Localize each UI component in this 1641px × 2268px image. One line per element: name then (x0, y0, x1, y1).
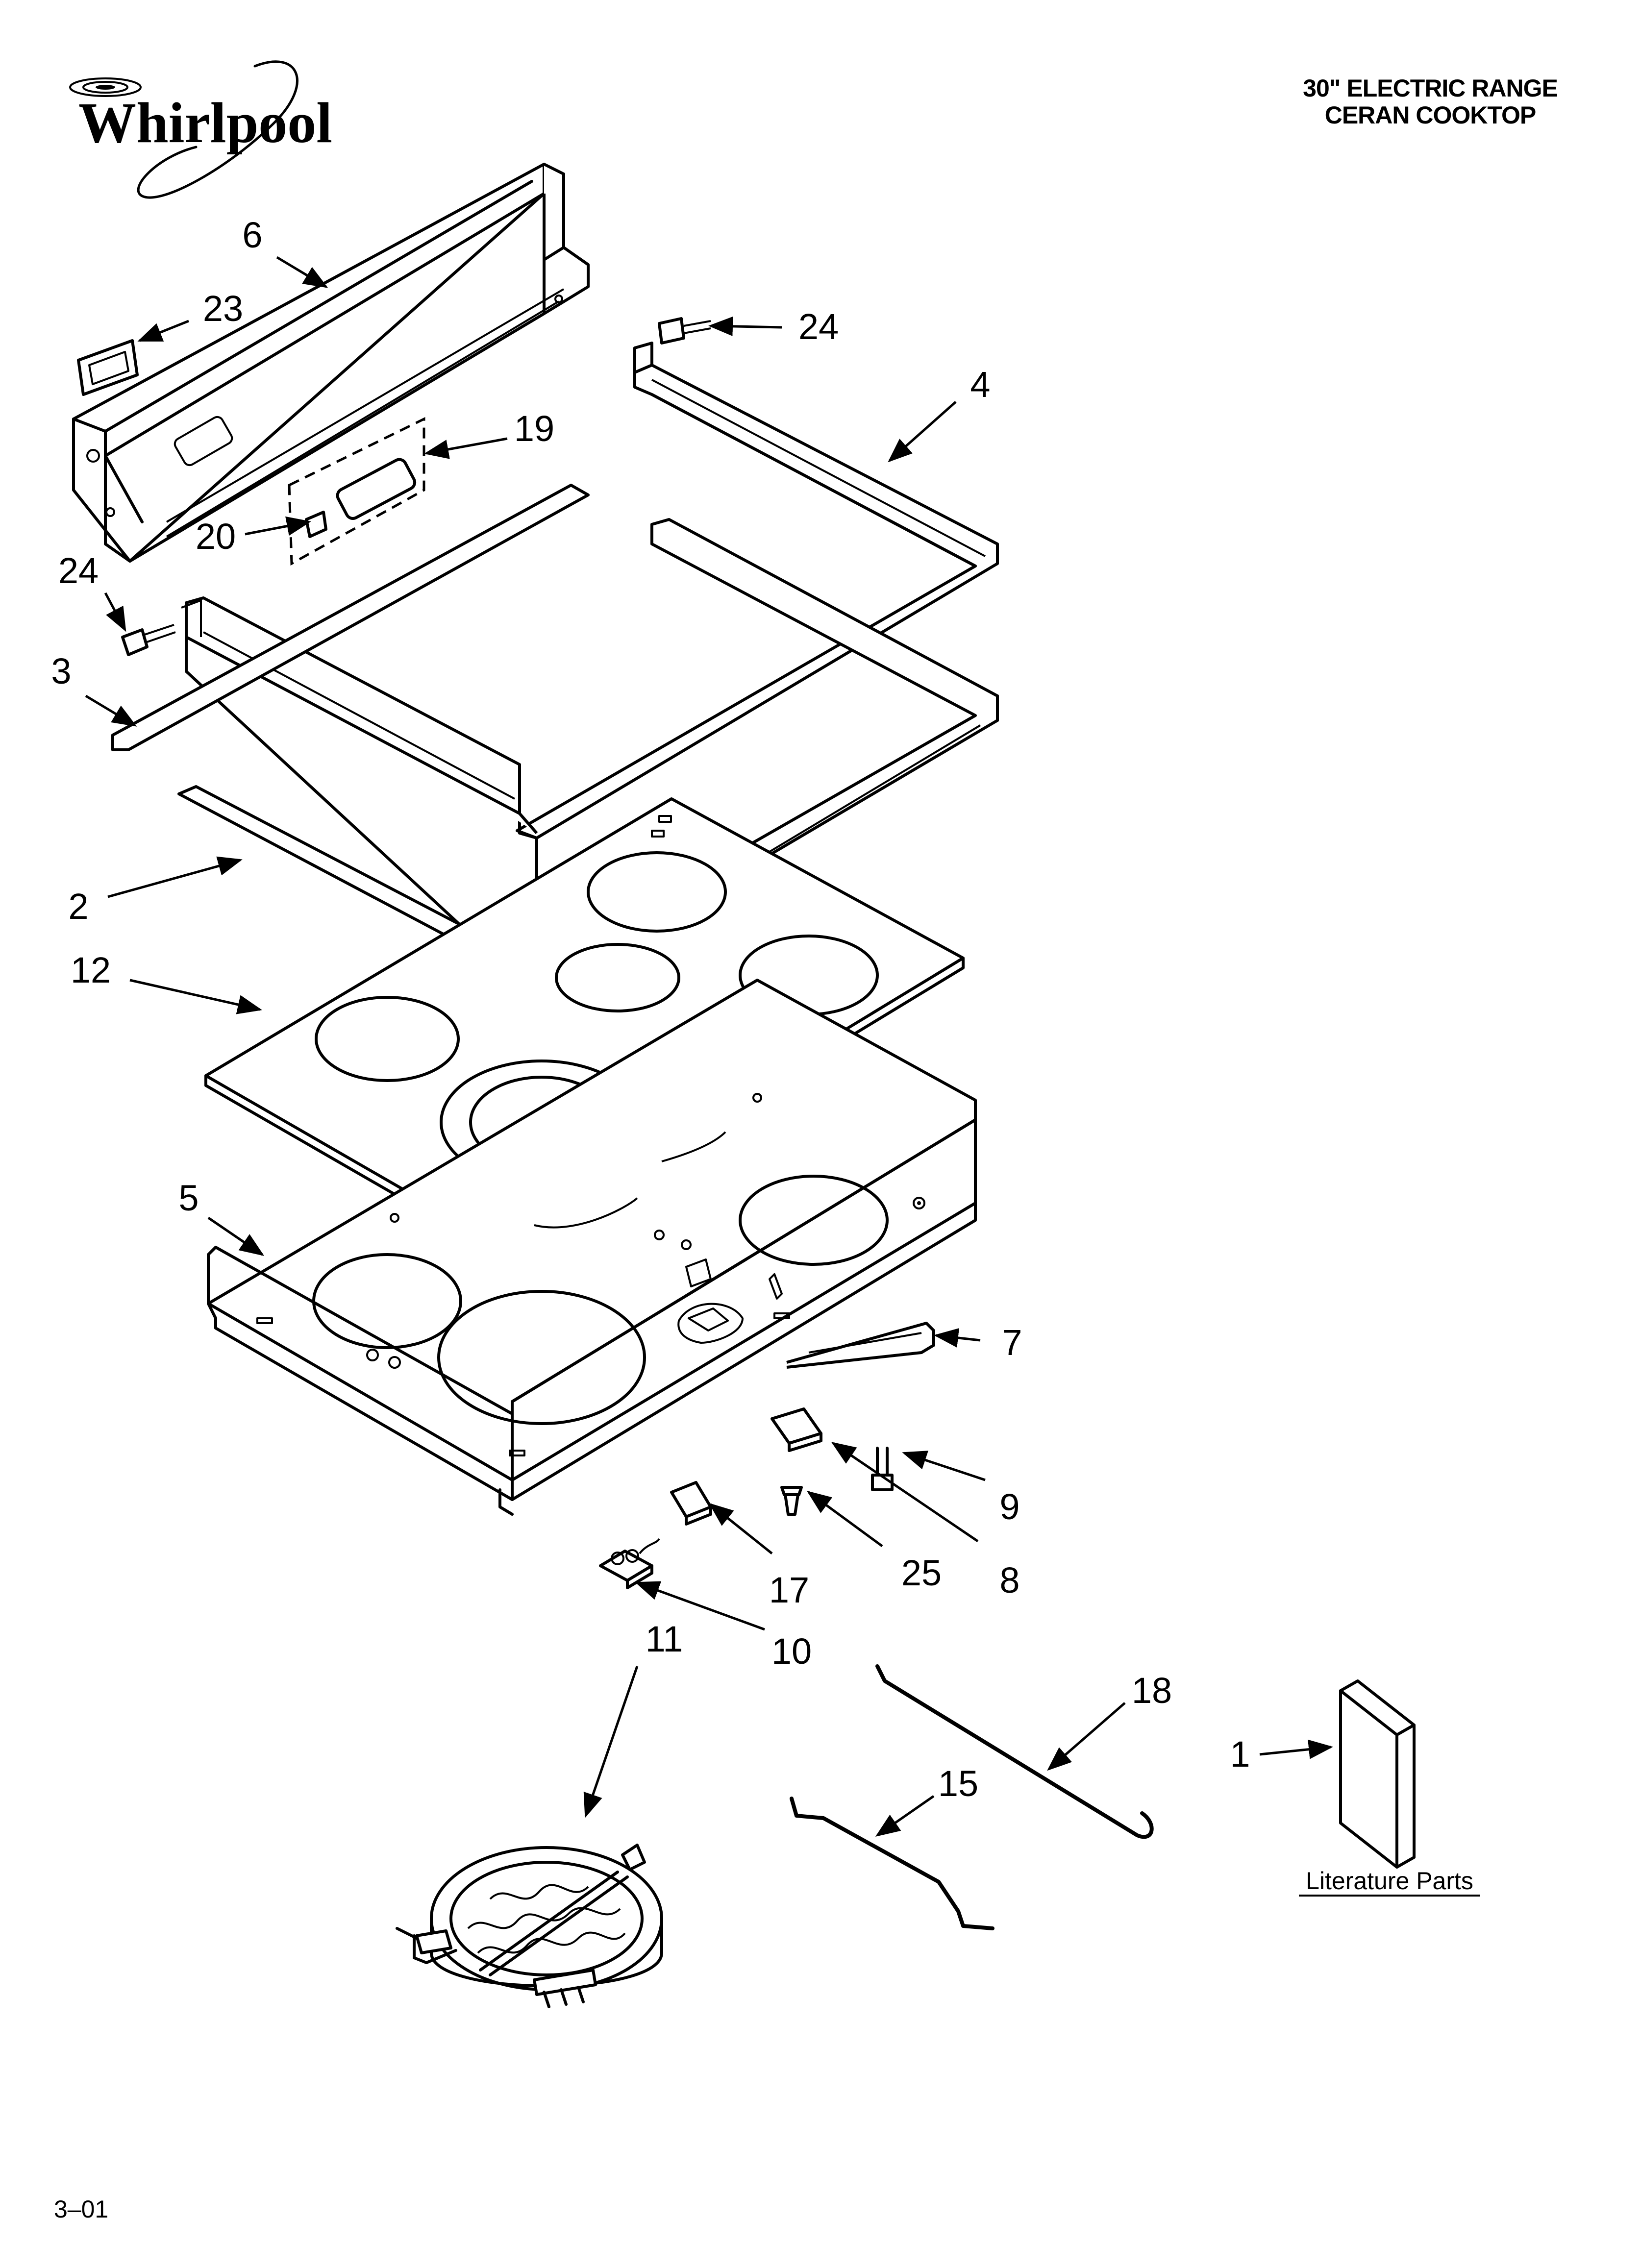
callout-6: 6 (242, 215, 262, 255)
callout-12: 12 (71, 950, 111, 990)
header-line-1: 30" ELECTRIC RANGE (1303, 74, 1558, 102)
callout-11: 11 (646, 1619, 683, 1659)
part-1-literature (1339, 1679, 1416, 1869)
callout-2: 2 (68, 886, 88, 927)
callout-19: 19 (514, 408, 554, 449)
part-15-rod (790, 1797, 995, 1930)
part-24-screw-top (658, 317, 711, 345)
part-5-burner-box (207, 979, 977, 1516)
callout-8: 8 (999, 1560, 1019, 1601)
part-9-screw (871, 1447, 894, 1491)
leader-lines (85, 256, 1333, 1837)
part-3-gasket (111, 484, 590, 751)
part-11-radiant-element (396, 1844, 663, 2008)
callout-10: 10 (771, 1631, 812, 1672)
callout-numbers: 6 23 24 4 19 20 24 3 2 12 5 7 9 25 8 17 … (51, 215, 1250, 1804)
callout-15: 15 (938, 1763, 978, 1804)
part-25-screw (780, 1486, 803, 1516)
callout-3: 3 (51, 651, 71, 691)
callout-9: 9 (999, 1486, 1019, 1527)
part-23-trim (77, 339, 139, 396)
header-line-2: CERAN COOKTOP (1325, 101, 1536, 129)
callout-23: 23 (203, 288, 243, 329)
footer-code: 3–01 (54, 2195, 108, 2223)
part-17-clip (670, 1481, 712, 1526)
callout-25: 25 (901, 1553, 942, 1593)
callout-24-top: 24 (798, 306, 839, 347)
callout-7: 7 (1002, 1322, 1022, 1363)
callout-5: 5 (178, 1178, 199, 1218)
callout-24-left: 24 (58, 550, 99, 591)
part-10-switch (599, 1538, 660, 1589)
callout-18: 18 (1132, 1670, 1172, 1711)
part-7-bracket (786, 1322, 935, 1369)
part-8-clip (771, 1407, 822, 1452)
brand-name: Whirlpool (78, 91, 332, 155)
part-6-control-panel (72, 163, 590, 563)
literature-parts-label: Literature Parts (1306, 1867, 1473, 1895)
callout-1: 1 (1230, 1734, 1250, 1775)
callout-17: 17 (769, 1570, 809, 1610)
whirlpool-logo: Whirlpool (69, 60, 332, 199)
part-19-20-assembly (288, 417, 425, 566)
part-24-screw-left (121, 624, 176, 656)
callout-20: 20 (196, 516, 236, 557)
part-18-rod (875, 1664, 1154, 1839)
callout-4: 4 (970, 364, 990, 405)
